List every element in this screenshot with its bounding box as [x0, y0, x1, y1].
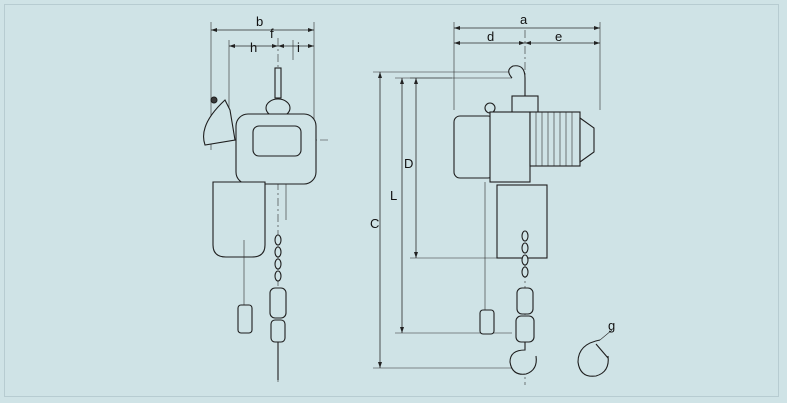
label-a: a	[520, 12, 528, 27]
label-b: b	[256, 14, 263, 29]
end-cover	[453, 115, 495, 179]
front-hook-swivel	[515, 315, 535, 343]
top-hook	[508, 65, 526, 100]
label-h: h	[250, 40, 257, 55]
nameplate	[252, 125, 302, 157]
pendant-switch	[237, 304, 253, 334]
motor-fins	[529, 111, 581, 167]
label-L: L	[390, 188, 397, 203]
bottom-hook	[509, 342, 537, 375]
gear-housing	[489, 111, 531, 183]
dimension-c	[373, 71, 512, 369]
label-e: e	[555, 29, 562, 44]
leader-g	[599, 329, 613, 341]
cooling-fins	[535, 112, 573, 166]
bottom-block	[269, 287, 287, 319]
motor-cap	[579, 116, 595, 164]
hook-latch	[595, 343, 609, 359]
side-view: b h f i	[203, 14, 330, 385]
suspension-rod	[274, 67, 282, 99]
sheet-border	[4, 4, 779, 397]
label-g: g	[608, 318, 615, 333]
chain-container	[212, 181, 266, 258]
front-bottom-block	[516, 287, 534, 315]
front-view: a d e C	[370, 12, 613, 385]
front-pendant-switch	[479, 309, 495, 335]
label-d: d	[487, 29, 494, 44]
handle	[203, 99, 236, 146]
front-load-chain	[521, 230, 529, 278]
label-D: D	[404, 156, 413, 171]
label-C: C	[370, 216, 379, 231]
handle-bolt	[210, 96, 218, 104]
dimension-a	[453, 22, 601, 110]
detail-hook	[577, 339, 609, 377]
hook-swivel	[270, 319, 286, 343]
label-i: i	[297, 40, 300, 55]
load-chain	[274, 234, 282, 282]
label-f: f	[270, 26, 274, 41]
dimension-h-i	[228, 40, 314, 120]
dimension-d-e	[454, 41, 600, 45]
